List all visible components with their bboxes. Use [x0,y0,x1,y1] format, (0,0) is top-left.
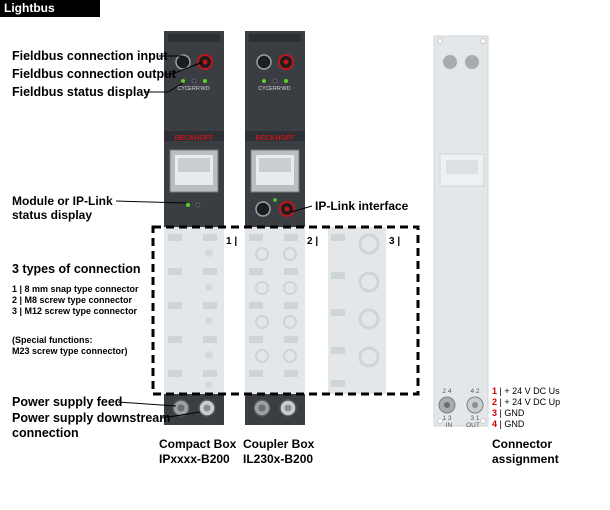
pin-row-4: 4 | GND [492,419,524,429]
led-wd-compact: WD [200,86,209,92]
out-pins-bottom: 3 1 [470,415,479,422]
pin-number-2: 2 [492,397,498,407]
pin-text-4: | GND [499,419,525,429]
label-power-downstream-2: connection [12,426,79,440]
label-iplink-interface: IP-Link interface [315,199,409,213]
in-pins-top: 2 4 [442,388,451,395]
pin-row-1: 1 | + 24 V DC Us [492,386,560,396]
in-label: IN [446,422,453,429]
caption-connector-1: Connector [492,437,552,451]
section-title: Lightbus [0,0,100,17]
led-cyc-compact: CYC [177,86,189,92]
led-err-compact: ERR [188,86,200,92]
led-cyc-coupler: CYC [258,86,270,92]
pin-number-1: 1 [492,386,498,396]
pin-number-4: 4 [492,419,498,429]
connection-types-outline [151,225,420,396]
pin-text-2: | + 24 V DC Up [499,397,561,407]
label-fieldbus-output: Fieldbus connection output [12,67,176,81]
m8-connectors [249,234,298,377]
special-functions-2: M23 screw type connector) [12,346,128,356]
coupler-box [245,31,305,425]
label-module-status-1: Module or IP-Link [12,194,113,208]
in-pins-bottom: 1 3 [442,415,451,422]
label-power-downstream-1: Power supply downstream [12,411,171,425]
label-fieldbus-status: Fieldbus status display [12,85,151,99]
leader-lines [115,55,313,419]
marker-2: 2 | [307,236,319,247]
pin-number-3: 3 [492,408,498,418]
brand-compact: BECKHOFF [175,135,215,142]
led-wd-coupler: WD [281,86,290,92]
label-connection-types: 3 types of connection [12,262,141,276]
pin-text-1: | + 24 V DC Us [499,386,560,396]
connection-type-2: 2 | M8 screw type connector [12,295,133,305]
iplink-port-in [255,201,271,217]
m12-module [328,227,386,394]
label-fieldbus-input: Fieldbus connection input [12,49,168,63]
caption-compact-box-1: Compact Box [159,437,237,451]
label-power-feed: Power supply feed [12,395,123,409]
led-err-coupler: ERR [269,86,281,92]
caption-coupler-box-2: IL230x-B200 [243,452,314,466]
special-functions-1: (Special functions: [12,335,93,345]
snap-connectors [168,234,217,389]
connector-assignment-box [433,35,489,427]
compact-box [164,31,224,425]
caption-connector-2: assignment [492,452,559,466]
marker-3: 3 | [389,236,401,247]
caption-coupler-box-1: Coupler Box [243,437,315,451]
pin-row-3: 3 | GND [492,408,524,418]
pin-row-2: 2 | + 24 V DC Up [492,397,560,407]
pin-text-3: | GND [499,408,525,418]
connection-type-3: 3 | M12 screw type connector [12,306,138,316]
fieldbus-input-port [175,54,191,70]
connection-type-1: 1 | 8 mm snap type connector [12,284,139,294]
out-pins-top: 4 2 [470,388,479,395]
brand-coupler: BECKHOFF [256,135,296,142]
label-module-status-2: status display [12,208,93,222]
out-label: OUT [466,422,480,429]
marker-1: 1 | [226,236,238,247]
caption-compact-box-2: IPxxxx-B200 [159,452,230,466]
